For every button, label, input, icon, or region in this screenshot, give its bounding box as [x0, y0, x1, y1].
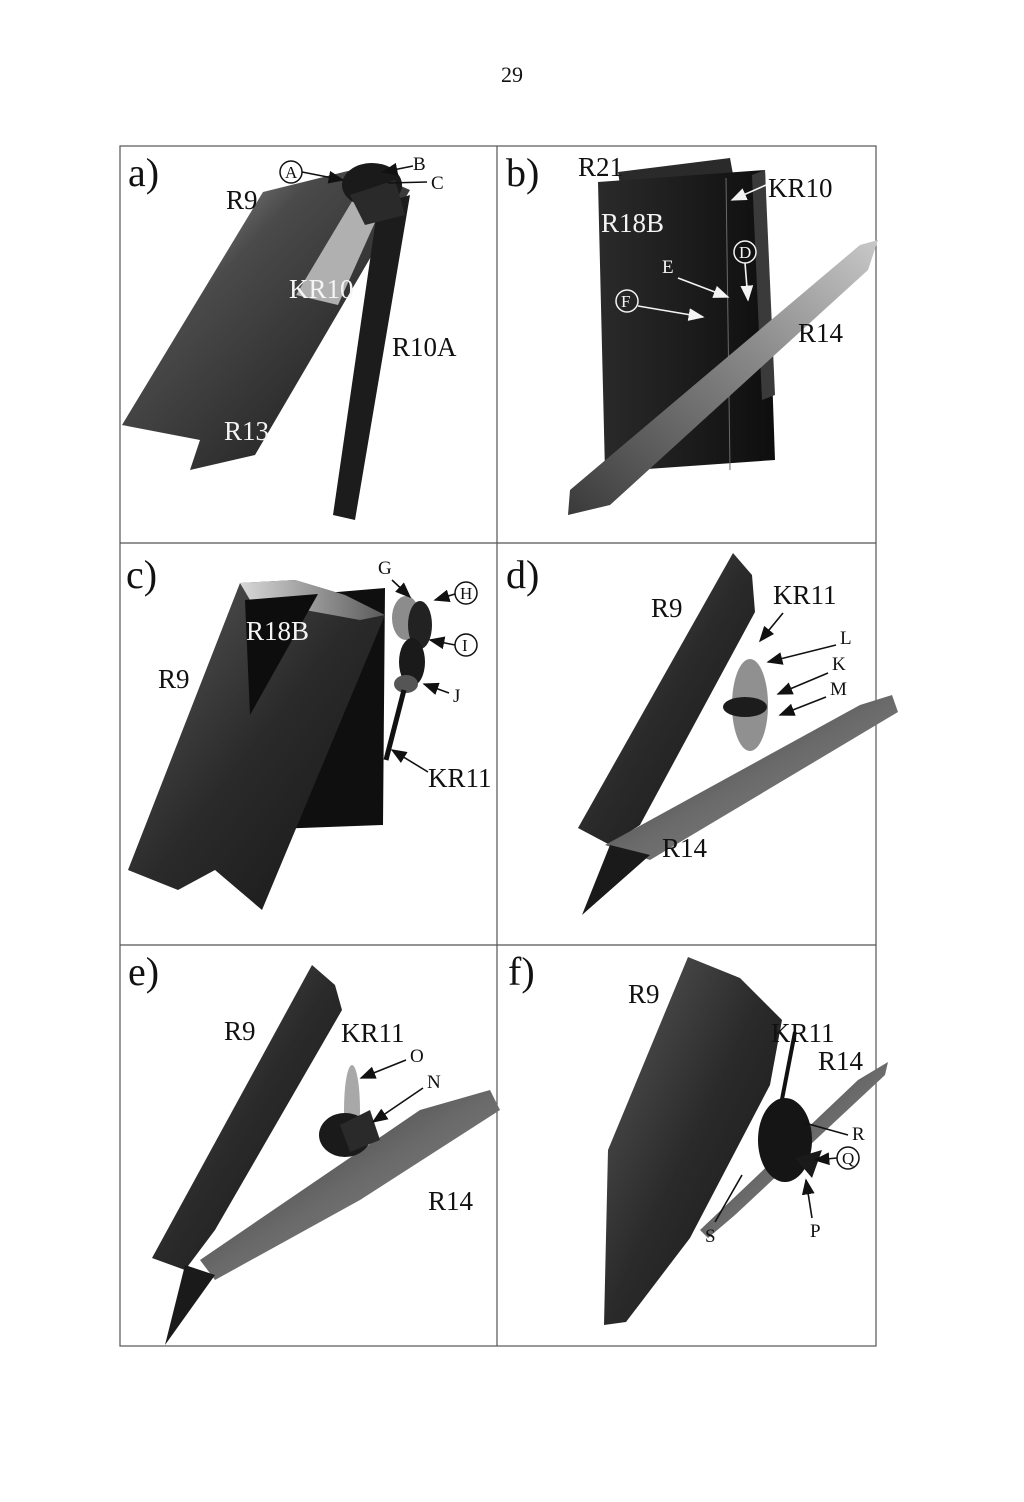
r14-disk: [568, 240, 878, 515]
panel-label-c: c): [126, 552, 157, 597]
head-wedge: [350, 180, 405, 225]
panel-label-f: f): [508, 949, 535, 994]
label-s: S: [705, 1226, 716, 1247]
label-r9: R9: [628, 979, 660, 1009]
part-h: [408, 601, 432, 649]
panel-label-a: a): [128, 150, 159, 195]
r9-plate: [128, 580, 385, 910]
panel-label-b: b): [506, 150, 539, 195]
part-j: [394, 675, 418, 693]
label-kr11: KR11: [428, 763, 492, 793]
label-r9: R9: [158, 664, 190, 694]
label-h-circled: H: [460, 584, 472, 603]
label-r14: R14: [662, 833, 708, 863]
label-i-circled: I: [462, 636, 468, 655]
label-d-circled: D: [739, 243, 751, 262]
label-r9: R9: [226, 185, 258, 215]
label-r13: R13: [224, 416, 269, 446]
label-r14: R14: [818, 1046, 864, 1076]
part-n: [340, 1110, 380, 1152]
panel-e: e) R9 KR11 O N R14: [128, 949, 500, 1345]
label-r18b: R18B: [601, 208, 664, 238]
label-n: N: [427, 1072, 441, 1093]
label-c: C: [431, 173, 444, 194]
panel-label-e: e): [128, 949, 159, 994]
blade-tip: [582, 845, 650, 915]
part-k: [723, 697, 767, 717]
label-r: R: [852, 1124, 865, 1145]
label-e: E: [662, 257, 674, 278]
r10a-bar: [333, 195, 410, 520]
label-l: L: [840, 628, 852, 649]
panel-c: c) R9 R18B G H I J KR11: [126, 552, 492, 910]
label-kr11: KR11: [771, 1018, 835, 1048]
label-r9: R9: [224, 1016, 256, 1046]
blade-tip: [165, 1265, 215, 1345]
label-r21: R21: [578, 152, 623, 182]
label-r14: R14: [428, 1186, 474, 1216]
label-f-circled: F: [621, 292, 630, 311]
panel-a: a) R9 A B C KR10 R10A R13: [122, 150, 457, 520]
label-g: G: [378, 558, 392, 579]
label-o: O: [410, 1046, 424, 1067]
r14-disk: [605, 695, 898, 860]
label-m: M: [830, 679, 847, 700]
figure-frame: [119, 145, 877, 1347]
part-i: [399, 638, 425, 686]
hub: [758, 1098, 812, 1182]
panel-label-d: d): [506, 552, 539, 597]
r18b-plate: [598, 170, 775, 472]
r14-disk: [200, 1090, 500, 1280]
r9-plate: [152, 965, 342, 1270]
label-p: P: [810, 1221, 821, 1242]
panel-b: b) R21 KR10 R18B D E F R14: [506, 150, 878, 515]
label-r10a: R10A: [392, 332, 457, 362]
page-number: 29: [501, 62, 523, 87]
label-r18b: R18B: [246, 616, 309, 646]
label-b: B: [413, 154, 426, 175]
kr11-rod: [383, 689, 407, 761]
panel-d: d) R9 KR11 L K M R14: [506, 552, 898, 915]
label-kr10: KR10: [289, 274, 354, 304]
label-kr11: KR11: [773, 580, 837, 610]
r9-plate: [604, 957, 782, 1325]
label-kr10: KR10: [768, 173, 833, 203]
label-r14: R14: [798, 318, 844, 348]
label-k: K: [832, 654, 846, 675]
r9-plate: [578, 553, 755, 845]
label-a-circled: A: [285, 163, 298, 182]
label-kr11: KR11: [341, 1018, 405, 1048]
panel-f: f) R9 KR11 R14 R Q P S: [508, 949, 888, 1325]
r18b-face: [245, 594, 318, 715]
label-j: J: [453, 686, 460, 707]
label-q-circled: Q: [842, 1149, 854, 1168]
label-r9: R9: [651, 593, 683, 623]
